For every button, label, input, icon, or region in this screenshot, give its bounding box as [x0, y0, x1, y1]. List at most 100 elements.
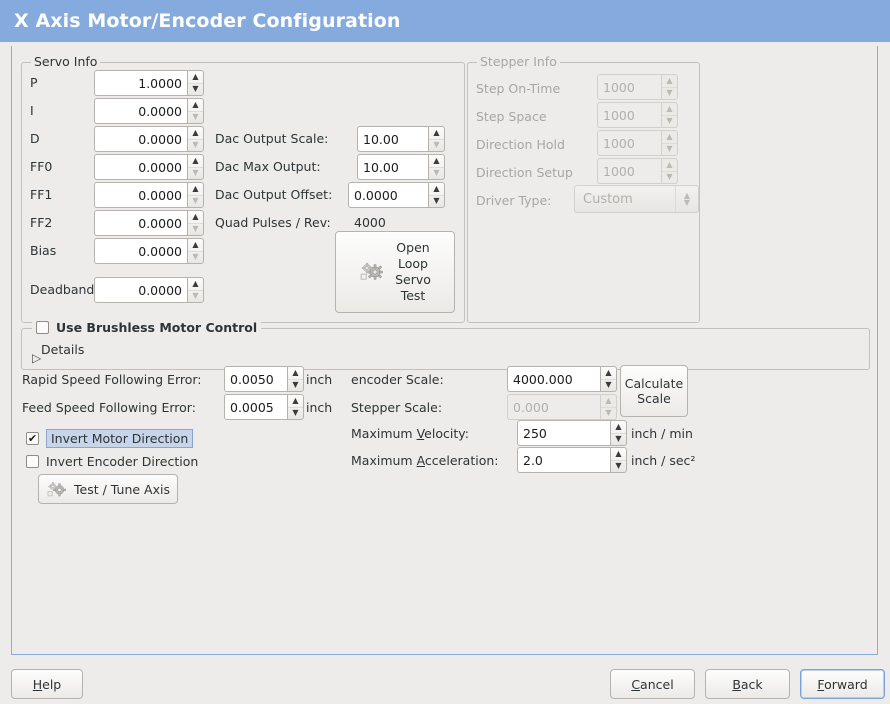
feed-spin-buttons[interactable]: ▲▼ — [287, 394, 304, 420]
spin-i[interactable]: 0.0000 ▲▼ — [94, 98, 204, 124]
spin-down-icon: ▼ — [666, 172, 673, 182]
open-loop-servo-test-button[interactable]: Open Loop Servo Test — [335, 231, 455, 313]
feed-speed-following-error-spin[interactable]: 0.0005 ▲▼ — [224, 394, 304, 420]
spin-down-icon[interactable]: ▼ — [292, 380, 299, 390]
spin-p-buttons[interactable]: ▲▼ — [187, 70, 204, 96]
spin-up-icon[interactable]: ▲ — [611, 421, 626, 434]
spin-down-icon: ▼ — [666, 144, 673, 154]
encoder-scale-value[interactable]: 4000.000 — [507, 366, 600, 392]
spin-down-icon[interactable]: ▼ — [433, 140, 440, 150]
spin-dac-max-output-buttons[interactable]: ▲▼ — [428, 154, 445, 180]
brushless-motor-frame — [21, 328, 870, 370]
spin-dac-max-output[interactable]: 10.00 ▲▼ — [357, 154, 445, 180]
spin-down-icon[interactable]: ▼ — [192, 224, 199, 234]
maximum-acceleration-spin-buttons[interactable]: ▲▼ — [610, 447, 627, 473]
spin-deadband[interactable]: 0.0000 ▲▼ — [94, 277, 204, 303]
spin-dac-output-scale-buttons[interactable]: ▲▼ — [428, 126, 445, 152]
spin-ff2[interactable]: 0.0000 ▲▼ — [94, 210, 204, 236]
spin-up-icon[interactable]: ▲ — [188, 239, 203, 252]
maximum-velocity-value[interactable]: 250 — [517, 420, 610, 446]
checkbox-box[interactable] — [36, 321, 49, 334]
spin-p[interactable]: 1.0000 ▲▼ — [94, 70, 204, 96]
spin-down-icon[interactable]: ▼ — [192, 84, 199, 94]
spin-down-icon[interactable]: ▼ — [615, 461, 622, 471]
spin-down-icon[interactable]: ▼ — [192, 140, 199, 150]
spin-up-icon[interactable]: ▲ — [611, 448, 626, 461]
spin-ff2-buttons[interactable]: ▲▼ — [187, 210, 204, 236]
spin-dac-max-output-value[interactable]: 10.00 — [357, 154, 428, 180]
spin-ff0-buttons[interactable]: ▲▼ — [187, 154, 204, 180]
back-button[interactable]: Back — [705, 669, 790, 699]
spin-up-icon[interactable]: ▲ — [601, 367, 616, 380]
spin-up-icon[interactable]: ▲ — [188, 211, 203, 224]
spin-down-icon[interactable]: ▼ — [605, 380, 612, 390]
encoder-scale-spin-buttons[interactable]: ▲▼ — [600, 366, 617, 392]
spin-d-buttons[interactable]: ▲▼ — [187, 126, 204, 152]
spin-dac-output-offset[interactable]: 0.0000 ▲▼ — [348, 182, 445, 208]
spin-up-icon[interactable]: ▲ — [429, 155, 444, 168]
spin-up-icon[interactable]: ▲ — [188, 71, 203, 84]
spin-dac-output-offset-buttons[interactable]: ▲▼ — [428, 182, 445, 208]
maximum-acceleration-spin[interactable]: 2.0 ▲▼ — [517, 447, 627, 473]
label-ff2: FF2 — [30, 215, 53, 230]
invert-encoder-direction-checkbox[interactable]: Invert Encoder Direction — [26, 454, 198, 469]
cancel-button[interactable]: Cancel — [610, 669, 695, 699]
spin-bias-value[interactable]: 0.0000 — [94, 238, 187, 264]
checkbox-box[interactable] — [26, 455, 39, 468]
spin-ff0[interactable]: 0.0000 ▲▼ — [94, 154, 204, 180]
test-tune-axis-label: Test / Tune Axis — [74, 481, 170, 497]
spin-down-icon[interactable]: ▼ — [192, 291, 199, 301]
spin-down-icon[interactable]: ▼ — [292, 408, 299, 418]
spin-ff2-value[interactable]: 0.0000 — [94, 210, 187, 236]
spin-d-value[interactable]: 0.0000 — [94, 126, 187, 152]
spin-deadband-buttons[interactable]: ▲▼ — [187, 277, 204, 303]
forward-button[interactable]: Forward — [800, 669, 885, 699]
details-expander[interactable]: Details — [32, 342, 84, 357]
spin-dac-output-scale[interactable]: 10.00 ▲▼ — [357, 126, 445, 152]
spin-dac-output-offset-value[interactable]: 0.0000 — [348, 182, 428, 208]
spin-dac-output-scale-value[interactable]: 10.00 — [357, 126, 428, 152]
spin-up-icon[interactable]: ▲ — [429, 183, 444, 196]
spin-d[interactable]: 0.0000 ▲▼ — [94, 126, 204, 152]
spin-i-buttons[interactable]: ▲▼ — [187, 98, 204, 124]
spin-down-icon[interactable]: ▼ — [192, 168, 199, 178]
spin-down-icon[interactable]: ▼ — [192, 252, 199, 262]
invert-motor-direction-checkbox[interactable]: ✔ Invert Motor Direction — [26, 429, 194, 448]
encoder-scale-spin[interactable]: 4000.000 ▲▼ — [507, 366, 617, 392]
spin-ff1-buttons[interactable]: ▲▼ — [187, 182, 204, 208]
use-brushless-motor-control-checkbox[interactable]: Use Brushless Motor Control — [32, 320, 262, 335]
spin-direction-setup-value: 1000 — [597, 158, 661, 184]
spin-ff0-value[interactable]: 0.0000 — [94, 154, 187, 180]
rapid-spin-buttons[interactable]: ▲▼ — [287, 366, 304, 392]
rapid-speed-following-error-spin[interactable]: 0.0050 ▲▼ — [224, 366, 304, 392]
maximum-acceleration-value[interactable]: 2.0 — [517, 447, 610, 473]
spin-ff1[interactable]: 0.0000 ▲▼ — [94, 182, 204, 208]
spin-bias-buttons[interactable]: ▲▼ — [187, 238, 204, 264]
spin-down-icon[interactable]: ▼ — [192, 112, 199, 122]
spin-p-value[interactable]: 1.0000 — [94, 70, 187, 96]
spin-up-icon[interactable]: ▲ — [288, 367, 303, 380]
maximum-velocity-spin-buttons[interactable]: ▲▼ — [610, 420, 627, 446]
spin-i-value[interactable]: 0.0000 — [94, 98, 187, 124]
spin-down-icon[interactable]: ▼ — [192, 196, 199, 206]
rapid-speed-following-error-value[interactable]: 0.0050 — [224, 366, 287, 392]
spin-up-icon[interactable]: ▲ — [288, 395, 303, 408]
spin-ff1-value[interactable]: 0.0000 — [94, 182, 187, 208]
spin-deadband-value[interactable]: 0.0000 — [94, 277, 187, 303]
spin-down-icon[interactable]: ▼ — [433, 196, 440, 206]
feed-speed-following-error-value[interactable]: 0.0005 — [224, 394, 287, 420]
spin-up-icon[interactable]: ▲ — [188, 278, 203, 291]
checkbox-box[interactable]: ✔ — [26, 432, 39, 445]
calculate-scale-button[interactable]: Calculate Scale — [620, 365, 688, 417]
spin-down-icon[interactable]: ▼ — [433, 168, 440, 178]
spin-up-icon[interactable]: ▲ — [429, 127, 444, 140]
spin-up-icon[interactable]: ▲ — [188, 99, 203, 112]
spin-up-icon[interactable]: ▲ — [188, 127, 203, 140]
test-tune-axis-button[interactable]: Test / Tune Axis — [38, 474, 178, 504]
help-button[interactable]: Help — [11, 669, 83, 699]
spin-up-icon[interactable]: ▲ — [188, 183, 203, 196]
spin-down-icon[interactable]: ▼ — [615, 434, 622, 444]
spin-bias[interactable]: 0.0000 ▲▼ — [94, 238, 204, 264]
spin-up-icon[interactable]: ▲ — [188, 155, 203, 168]
maximum-velocity-spin[interactable]: 250 ▲▼ — [517, 420, 627, 446]
